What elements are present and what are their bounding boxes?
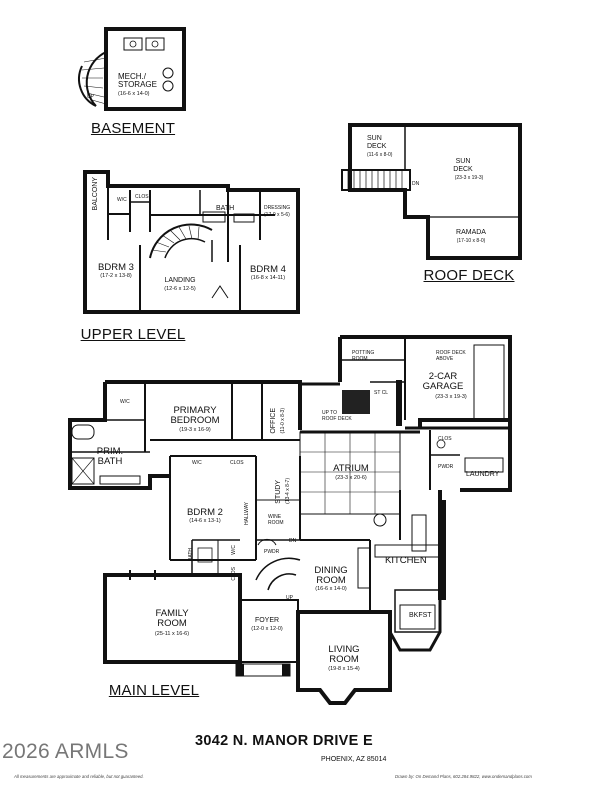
dining-room-label: DINING ROOM xyxy=(314,565,348,586)
ramada-dim: (17-10 x 8-0) xyxy=(456,238,486,244)
mech-storage-dim: (16-6 x 14-0) xyxy=(118,91,150,97)
sun-deck-2-dim: (23-3 x 19-3) xyxy=(454,175,484,181)
main-level-fills xyxy=(236,380,446,676)
bdrm3-dim: (17-2 x 13-8) xyxy=(100,273,132,279)
laundry-label: LAUNDRY xyxy=(466,471,500,478)
upper-level-plan xyxy=(83,170,300,314)
st-cl-label: ST CL xyxy=(374,390,389,396)
main-stair-up: UP xyxy=(286,595,293,601)
armls-watermark: 2026 ARMLS xyxy=(2,740,129,763)
basement-plan xyxy=(78,27,186,111)
main-clos-label: CLOS xyxy=(230,460,244,466)
living-room-label: LIVING ROOM xyxy=(328,644,360,665)
disclaimer-text: All measurements are approximate and rel… xyxy=(14,774,144,779)
main-clos2-label: CLOS xyxy=(438,436,452,442)
atrium-dim: (23-3 x 20-6) xyxy=(335,475,367,481)
main-wic2-label: W/C xyxy=(192,460,202,466)
study-dim: (13-4 x 8-7) xyxy=(285,478,291,504)
bdrm2-label: BDRM 2 xyxy=(187,507,223,518)
main-wic3-label: W/C xyxy=(231,545,237,555)
upper-bath-label: BATH xyxy=(216,205,235,212)
hallway-label: HALLWAY xyxy=(244,502,250,525)
main-bath-label: BATH xyxy=(188,548,194,561)
kitchen-label: KITCHEN xyxy=(385,555,427,566)
office-dim: (11-0 x 8-3) xyxy=(280,408,286,434)
study-label: STUDY xyxy=(275,480,282,504)
main-pwdr-label: PWDR xyxy=(438,464,454,470)
prim-bath-label: PRIM. BATH xyxy=(96,446,124,467)
wine-room-label: WINE ROOM xyxy=(268,514,284,526)
office-label: OFFICE xyxy=(270,408,277,434)
family-room-label: FAMILY ROOM xyxy=(155,608,189,629)
roof-deck-above-label: ROOF DECK ABOVE xyxy=(436,350,466,362)
primary-bedroom-label: PRIMARY BEDROOM xyxy=(170,405,220,426)
foyer-label: FOYER xyxy=(254,617,280,624)
foyer-dim: (12-0 x 12-0) xyxy=(251,626,283,632)
main-stair-dn: DN xyxy=(289,538,297,544)
garage-label: 2-CAR GARAGE xyxy=(422,371,464,392)
credit-text: Drawn by: On Demand Plans, 602.284.9822,… xyxy=(395,774,532,779)
main-level-title: MAIN LEVEL xyxy=(108,682,200,699)
basement-level-title: BASEMENT xyxy=(90,120,176,137)
landing-dim: (12-6 x 12-5) xyxy=(164,286,196,292)
roof-deck-plan xyxy=(341,123,522,260)
ramada-label: RAMADA xyxy=(456,229,486,236)
mech-storage-label: MECH./ STORAGE xyxy=(118,72,157,89)
bkfst-label: BKFST xyxy=(409,612,432,619)
upper-clos-label: CLOS xyxy=(135,194,149,200)
bdrm4-label: BDRM 4 xyxy=(250,264,286,275)
main-clos3-label: CLOS xyxy=(231,567,237,581)
atrium-label: ATRIUM xyxy=(333,463,369,474)
sun-deck-2-label: SUN DECK xyxy=(453,158,473,173)
dining-room-dim: (16-6 x 14-0) xyxy=(315,586,347,592)
balcony-label: BALCONY xyxy=(92,177,99,211)
family-room-dim: (25-11 x 16-6) xyxy=(154,631,190,637)
sun-deck-1-dim: (11-6 x 8-0) xyxy=(367,152,393,158)
up-to-roof-label: UP TO ROOF DECK xyxy=(322,410,352,422)
sun-deck-1-label: SUN DECK xyxy=(367,135,387,150)
dressing-dim: (17-0 x 5-6) xyxy=(264,212,290,218)
roof-deck-title: ROOF DECK xyxy=(423,267,515,284)
living-room-dim: (19-8 x 15-4) xyxy=(328,666,360,672)
main-wic-label: W/C xyxy=(120,399,130,405)
main-pwdr2-label: PWDR xyxy=(264,549,280,555)
bdrm4-dim: (16-8 x 14-11) xyxy=(250,275,286,281)
bdrm2-dim: (14-6 x 13-1) xyxy=(189,518,221,524)
upper-wic-label: W/C xyxy=(117,197,127,203)
roof-stair-dn: DN xyxy=(412,181,420,187)
bdrm3-label: BDRM 3 xyxy=(98,262,134,273)
city-label: PHOENIX, AZ 85014 xyxy=(321,756,387,763)
address-title: 3042 N. MANOR DRIVE E xyxy=(195,733,373,749)
landing-label: LANDING xyxy=(164,277,196,284)
dressing-label: DRESSING xyxy=(264,205,291,211)
upper-level-title: UPPER LEVEL xyxy=(80,326,186,343)
primary-bedroom-dim: (19-3 x 16-9) xyxy=(179,427,211,433)
basement-stair-up: UP xyxy=(87,94,94,100)
garage-dim: (23-3 x 19-3) xyxy=(435,394,467,400)
potting-room-label: POTTING ROOM xyxy=(352,350,375,362)
main-level-plan xyxy=(68,335,512,705)
